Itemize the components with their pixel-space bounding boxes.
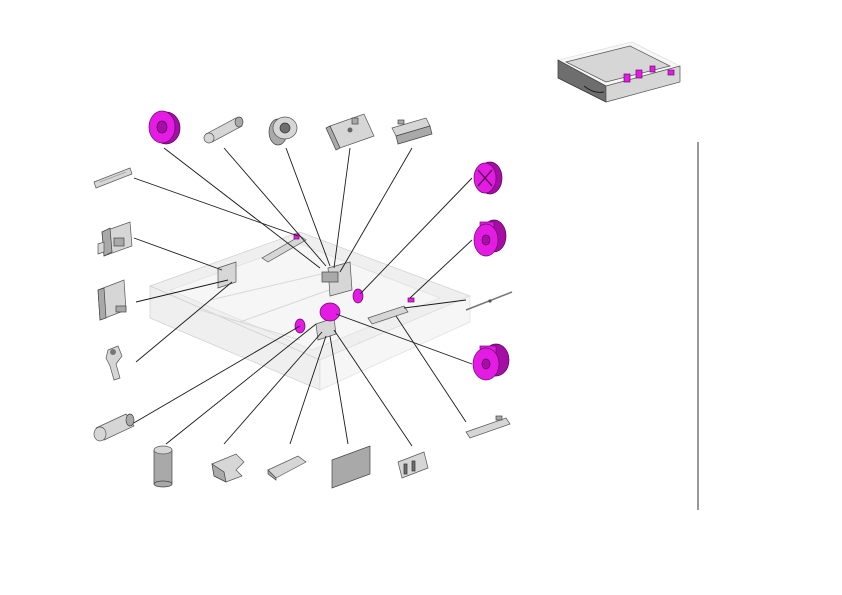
part-pad-plate bbox=[331, 445, 371, 489]
center-bracket bbox=[327, 261, 353, 297]
part-strip-left bbox=[93, 167, 133, 189]
part-gray-shaft bbox=[203, 116, 244, 144]
assembly-thumbnail bbox=[557, 41, 681, 103]
part-pink-roller-right-bottom bbox=[472, 343, 510, 381]
tray-assembly-ghost bbox=[149, 231, 471, 391]
part-clip-bottom-right bbox=[397, 451, 429, 479]
center-gear bbox=[352, 288, 364, 304]
part-pink-roller-top-left bbox=[148, 110, 181, 145]
part-tube bbox=[153, 445, 173, 488]
center-roller bbox=[319, 302, 341, 322]
part-guide-bracket bbox=[97, 221, 133, 257]
part-strip-right bbox=[465, 415, 511, 439]
part-pad bbox=[267, 455, 307, 481]
part-bracket-small bbox=[97, 279, 127, 321]
part-pin bbox=[465, 291, 513, 311]
part-bushing bbox=[268, 116, 298, 146]
part-pink-roller-right bbox=[473, 219, 507, 257]
part-bracket-plate-left bbox=[325, 113, 375, 151]
part-bracket-plate-right bbox=[391, 117, 433, 145]
part-pink-gear-right-top bbox=[473, 161, 503, 195]
part-roller-gray-long bbox=[93, 413, 135, 442]
leader-lines bbox=[131, 147, 473, 447]
part-latch bbox=[211, 453, 245, 483]
part-lever bbox=[105, 345, 123, 381]
